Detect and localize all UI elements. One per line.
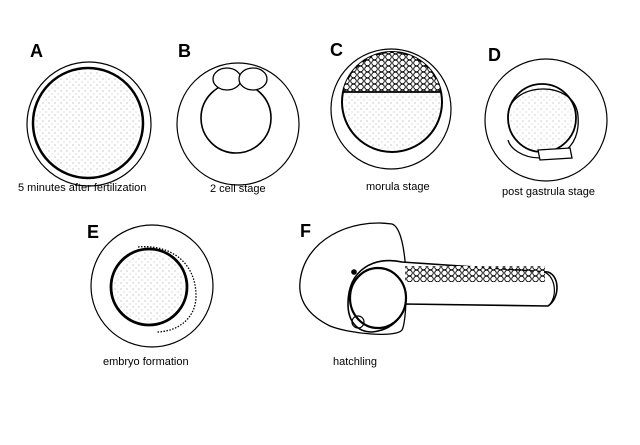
panel-letter-f: F <box>300 221 311 241</box>
panel-a: A 5 minutes after fertilization <box>18 41 152 194</box>
yolk-sac <box>348 266 408 330</box>
blastomere-right <box>238 67 268 91</box>
caption-f: hatchling <box>333 356 377 368</box>
panel-d: D post gastrula stage <box>484 45 608 198</box>
yolk-cell <box>200 82 272 154</box>
panel-letter-e: E <box>87 222 99 242</box>
panel-c: C morula stage <box>330 40 452 193</box>
germ-ring <box>537 147 573 161</box>
caption-e: embryo formation <box>103 356 189 368</box>
otic-vesicle <box>351 315 365 329</box>
panel-f: F hatchling <box>299 221 558 368</box>
egg-membrane <box>26 61 152 187</box>
panel-letter-b: B <box>178 41 191 61</box>
panel-letter-a: A <box>30 41 43 61</box>
yolk-texture <box>114 252 184 322</box>
yolk-texture <box>510 86 574 150</box>
egg-membrane <box>484 58 608 182</box>
panel-e: E embryo formation <box>87 222 214 368</box>
embryonic-shield <box>507 88 579 159</box>
egg-membrane <box>176 62 300 186</box>
panel-letter-d: D <box>488 45 501 65</box>
somites <box>405 266 545 282</box>
egg-membrane <box>330 48 452 170</box>
tail-tip <box>543 271 555 307</box>
panel-b: B 2 cell stage <box>176 41 300 195</box>
egg-membrane <box>90 224 214 348</box>
yolk-texture <box>36 71 140 175</box>
caption-d: post gastrula stage <box>502 186 595 198</box>
panel-letter-c: C <box>330 40 343 60</box>
blastomere-left <box>212 67 242 91</box>
caption-a: 5 minutes after fertilization <box>18 182 146 194</box>
cell-cap <box>342 52 442 93</box>
caption-b: 2 cell stage <box>210 183 266 195</box>
eye <box>351 269 357 275</box>
caption-c: morula stage <box>366 181 430 193</box>
embryo-body <box>137 246 197 333</box>
